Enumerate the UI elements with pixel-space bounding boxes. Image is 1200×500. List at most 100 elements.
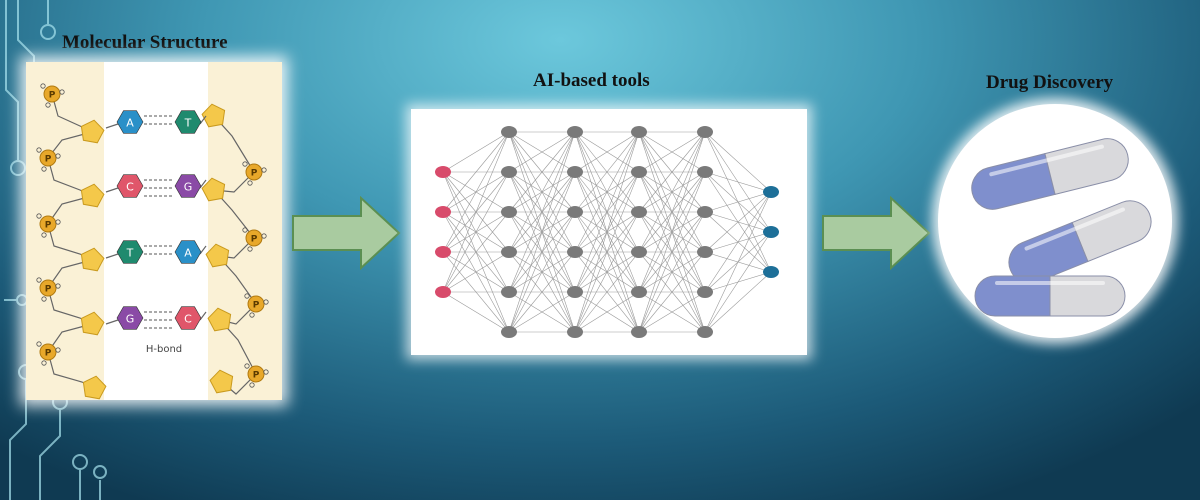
arrow-shape [822,196,931,270]
hidden-node [697,166,713,178]
phosphate-group [39,343,57,361]
sugar-ring [209,369,234,394]
network-edge [638,131,706,213]
network-edge [574,251,640,333]
hidden-node [501,126,517,138]
network-edge [638,291,706,333]
network-edge [638,171,706,333]
capsule [974,275,1126,317]
network-edge [442,171,510,293]
nucleobase [116,306,144,330]
sugar-ring [207,307,232,332]
network-edges [442,131,772,333]
nucleobase-label: G [126,313,135,326]
hidden-node [567,166,583,178]
phosphate-group [245,163,263,181]
arrow-right-2 [822,196,931,270]
sugar-ring [80,247,105,272]
nucleobase-label: C [126,181,134,194]
network-edge [704,191,772,213]
network-edge [574,171,640,333]
nucleobase [116,240,144,264]
hidden-node [631,166,647,178]
network-edge [442,131,510,293]
sugar-ring [82,375,107,400]
network-edge [704,191,772,333]
network-edge [574,211,640,333]
input-node [435,246,451,258]
right-backbone: P P P P [201,103,269,395]
network-edge [442,131,510,213]
phosphate-label: P [253,371,260,381]
network-edge [508,171,576,333]
nucleobase-label: G [184,181,193,194]
network-edge [442,251,510,293]
hidden-node [631,126,647,138]
network-edge [704,191,772,293]
sugar-ring [201,103,226,128]
network-edge [508,131,576,173]
network-edge [574,131,640,173]
hidden-node [567,126,583,138]
hidden-node [697,326,713,338]
phosphate-label: P [45,221,52,231]
hidden-node [501,326,517,338]
phosphate-label: P [253,301,260,311]
network-edge [638,131,706,253]
output-node [763,186,779,198]
ai-tools-title: AI-based tools [533,70,650,91]
nucleobase-label: A [126,117,134,130]
nucleobase [116,110,144,134]
hidden-node [501,246,517,258]
nucleobase [116,174,144,198]
nucleobase [174,174,202,198]
network-edge [574,131,640,333]
hidden-node [501,166,517,178]
neural-network-diagram [435,126,779,338]
neural-network-panel [411,109,807,355]
output-node [763,226,779,238]
network-edge [508,131,576,333]
phosphate-label: P [45,155,52,165]
drug-discovery-title: Drug Discovery [986,72,1114,93]
input-node [435,286,451,298]
network-edge [704,131,772,193]
network-edge [704,231,772,333]
network-edge [508,291,576,333]
hidden-node [697,286,713,298]
phosphate-label: P [251,169,258,179]
arrow-shape [292,196,401,270]
sugar-ring [80,183,105,208]
phosphate-group [247,365,265,383]
nucleobase-label: T [126,247,134,260]
phosphate-group [39,279,57,297]
sugar-ring [80,119,105,144]
nucleobase [174,240,202,264]
network-edge [508,131,576,293]
hidden-node [567,206,583,218]
phosphate-label: P [45,285,52,295]
network-edge [574,291,640,333]
phosphate-label: P [251,235,258,245]
nucleobase-label: T [184,117,192,130]
network-edge [638,251,706,333]
network-edge [704,191,772,253]
nucleobase [174,306,202,330]
arrow-right-1 [292,196,401,270]
phosphate-group [39,215,57,233]
nucleobase-label: A [184,247,192,260]
hidden-node [501,206,517,218]
input-node [435,206,451,218]
hidden-node [697,126,713,138]
molecular-structure-title: Molecular Structure [62,32,228,53]
capsule [1008,200,1152,284]
output-node [763,266,779,278]
nucleobase-label: C [184,313,192,326]
phosphate-label: P [49,91,56,101]
network-edge [442,131,510,253]
phosphate-group [39,149,57,167]
